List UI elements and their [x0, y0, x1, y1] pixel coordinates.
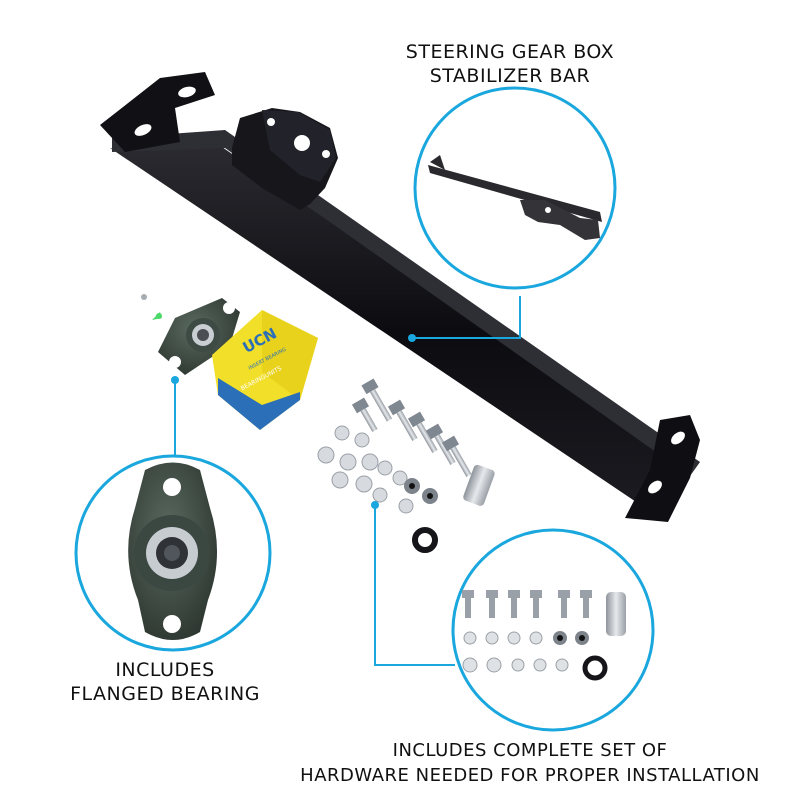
caption-bearing-line1: INCLUDES: [115, 659, 215, 681]
caption-bearing-line2: FLANGED BEARING: [70, 683, 260, 705]
caption-stabilizer-bar: STEERING GEAR BOX STABILIZER BAR: [380, 40, 640, 88]
caption-stabilizer-line2: STABILIZER BAR: [429, 65, 591, 87]
stabilizer-bar: [100, 72, 700, 522]
caption-hardware: INCLUDES COMPLETE SET OF HARDWARE NEEDED…: [270, 738, 790, 788]
pointer-line-hardware: [374, 505, 455, 666]
hardware-detail-circle: [451, 528, 655, 732]
caption-hardware-line2: HARDWARE NEEDED FOR PROPER INSTALLATION: [300, 765, 760, 786]
flanged-bearing-product: [158, 298, 240, 375]
grease-fitting: [141, 294, 162, 320]
bearing-detail-circle: [74, 454, 272, 652]
caption-flanged-bearing: INCLUDES FLANGED BEARING: [40, 658, 290, 706]
caption-hardware-line1: INCLUDES COMPLETE SET OF: [392, 740, 668, 761]
caption-stabilizer-line1: STEERING GEAR BOX: [405, 41, 615, 63]
stabilizer-detail-circle: [413, 86, 617, 290]
lock-washer: [412, 527, 438, 553]
pointer-line-stabilizer: [412, 296, 521, 339]
hardware-bolts: [351, 378, 495, 506]
hardware-washers: [317, 425, 414, 514]
hardware-nuts: [404, 478, 438, 504]
bearing-box: UCN INSERT BEARING BEARINGUNITS: [212, 310, 318, 430]
